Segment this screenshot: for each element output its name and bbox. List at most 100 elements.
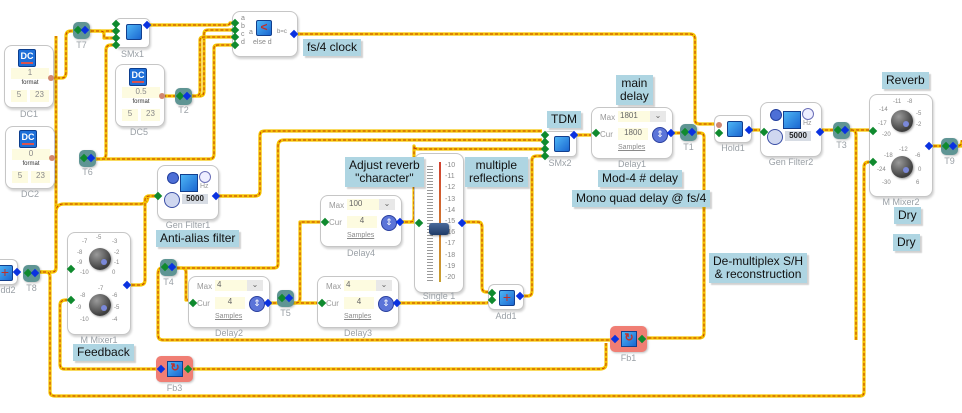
connection-wire[interactable]: [188, 28, 233, 98]
t8-tee[interactable]: [23, 265, 40, 282]
delay2-block[interactable]: Max 4 ⌄ Cur 4 ⇕ Samples: [188, 276, 270, 328]
t9-output-pin[interactable]: [948, 141, 958, 151]
mixer2-knob-dry[interactable]: [891, 156, 913, 178]
dc2-block[interactable]: DC 0 format 5 23: [5, 126, 55, 189]
delay2-max-dropdown[interactable]: ⌄: [247, 280, 263, 291]
connection-wire-dash: [52, 30, 75, 79]
t3-tee[interactable]: [833, 122, 850, 139]
delay3-caption: Delay3: [343, 328, 372, 338]
delay2-cur-input[interactable]: 4: [215, 297, 245, 309]
compare-expr-out: b=c: [277, 29, 287, 35]
t5-output-pin[interactable]: [284, 293, 294, 303]
delay2-caption: Delay2: [214, 328, 243, 338]
t3-output-pin[interactable]: [840, 125, 850, 135]
dc1-caption: DC1: [19, 109, 38, 119]
gen-filter2-frequency[interactable]: 5000: [785, 131, 811, 141]
dc5-block[interactable]: DC 0.5 format 5 23: [115, 64, 165, 127]
delay3-units[interactable]: Samples: [344, 313, 372, 320]
delay3-updown-icon[interactable]: ⇕: [378, 296, 394, 312]
t4-tee[interactable]: [160, 259, 177, 276]
delay1-max-dropdown[interactable]: ⌄: [650, 111, 666, 122]
delay1-cur-input[interactable]: 1800: [618, 128, 648, 140]
delay4-updown-icon[interactable]: ⇕: [381, 215, 397, 231]
dc5-value[interactable]: 0.5: [122, 87, 160, 98]
knob-tick: -11: [893, 99, 902, 105]
add2-block[interactable]: +: [0, 259, 18, 285]
feedback-loop-icon: ↻: [167, 361, 183, 377]
delay3-block[interactable]: Max 4 ⌄ Cur 4 ⇕ Samples: [317, 276, 399, 328]
swap-icon[interactable]: [767, 129, 783, 145]
t2-output-pin[interactable]: [182, 91, 192, 101]
delay4-max-dropdown[interactable]: ⌄: [379, 199, 395, 210]
power-icon: [167, 172, 179, 184]
compare-block[interactable]: a b c d a < b=c else d: [232, 11, 298, 57]
t5-tee[interactable]: [277, 290, 294, 307]
connection-wire-dash: [92, 44, 233, 160]
t8-output-pin[interactable]: [30, 268, 40, 278]
delay1-max-input[interactable]: 1801: [618, 111, 650, 122]
delay3-max-input[interactable]: 4: [344, 280, 376, 291]
gen-filter2-block[interactable]: Hz 5000: [760, 102, 822, 157]
connection-wire[interactable]: [187, 343, 608, 371]
delay1-max-label: Max: [600, 113, 616, 122]
delay2-units[interactable]: Samples: [215, 313, 243, 320]
delay3-max-dropdown[interactable]: ⌄: [376, 280, 392, 291]
t7-tee[interactable]: [73, 22, 90, 39]
gen-filter1-frequency[interactable]: 5000: [182, 194, 208, 204]
dc1-format-a[interactable]: 5: [11, 90, 27, 102]
slider-thumb[interactable]: [429, 222, 449, 235]
delay4-max-input[interactable]: 100: [347, 199, 379, 210]
mixer1-knob-1[interactable]: [89, 248, 111, 270]
compare-input-c-label: c: [241, 31, 245, 38]
t5-caption: T5: [280, 308, 291, 318]
hold1-clock-pin[interactable]: [716, 122, 722, 128]
gen-filter1-block[interactable]: Hz 5000: [157, 165, 219, 220]
dc2-format-label: format: [22, 161, 40, 167]
slider-tick-label: -14: [445, 206, 456, 214]
note-fs4-clock: fs/4 clock: [303, 39, 362, 56]
connection-wire[interactable]: [846, 128, 858, 340]
dc2-format-a[interactable]: 5: [12, 171, 28, 183]
dc5-format-a[interactable]: 5: [122, 109, 138, 121]
m-mixer1-block[interactable]: -5 -7 -3 -8 -2 -9 -1 -10 0 -7 -8 -6 -9 -…: [67, 232, 131, 335]
m-mixer2-block[interactable]: -11 -8 -14 -5 -17 -2 -20 -12 -18 -6 -24 …: [869, 94, 933, 197]
delay1-updown-icon[interactable]: ⇕: [652, 127, 668, 143]
delay4-cur-input[interactable]: 4: [347, 216, 377, 228]
t1-tee[interactable]: [680, 124, 697, 141]
t7-output-pin[interactable]: [80, 25, 90, 35]
dc5-format-b[interactable]: 23: [141, 109, 160, 121]
t4-output-pin[interactable]: [167, 262, 177, 272]
dc5-output-pin[interactable]: [159, 93, 165, 99]
connection-wire[interactable]: [86, 43, 115, 161]
t1-output-pin[interactable]: [687, 127, 697, 137]
dc1-value[interactable]: 1: [11, 68, 49, 79]
t9-tee[interactable]: [941, 138, 958, 155]
lowpass-filter-icon: [180, 174, 198, 192]
delay3-cur-input[interactable]: 4: [344, 297, 374, 309]
mixer1-knob-2[interactable]: [89, 294, 111, 316]
delay4-block[interactable]: Max 100 ⌄ Cur 4 ⇕ Samples: [320, 195, 402, 247]
delay1-units[interactable]: Samples: [618, 144, 646, 151]
add-icon: +: [499, 290, 515, 306]
knob-tick: -17: [878, 121, 887, 127]
t6-tee[interactable]: [79, 150, 96, 167]
mixer2-knob-reverb[interactable]: [891, 110, 913, 132]
delay4-units[interactable]: Samples: [347, 232, 375, 239]
gen-filter1-caption: Gen Filter1: [165, 220, 211, 230]
t6-output-pin[interactable]: [86, 153, 96, 163]
connection-wire[interactable]: [462, 220, 491, 294]
dc2-value[interactable]: 0: [12, 149, 50, 160]
connection-wire[interactable]: [127, 194, 157, 287]
dc2-format-b[interactable]: 23: [31, 171, 50, 183]
connection-wire[interactable]: [219, 135, 262, 198]
dc1-block[interactable]: DC 1 format 5 23: [4, 45, 54, 108]
swap-icon[interactable]: [164, 192, 180, 208]
delay2-updown-icon[interactable]: ⇕: [249, 296, 265, 312]
dc1-format-b[interactable]: 23: [30, 90, 49, 102]
delay2-max-input[interactable]: 4: [215, 280, 247, 291]
dc2-output-pin[interactable]: [49, 155, 55, 161]
dc1-output-pin[interactable]: [48, 75, 54, 81]
delay1-block[interactable]: Max 1801 ⌄ Cur 1800 ⇕ Samples: [591, 107, 673, 159]
note-mod4-delay: Mod-4 # delay: [598, 170, 683, 187]
t2-tee[interactable]: [175, 88, 192, 105]
